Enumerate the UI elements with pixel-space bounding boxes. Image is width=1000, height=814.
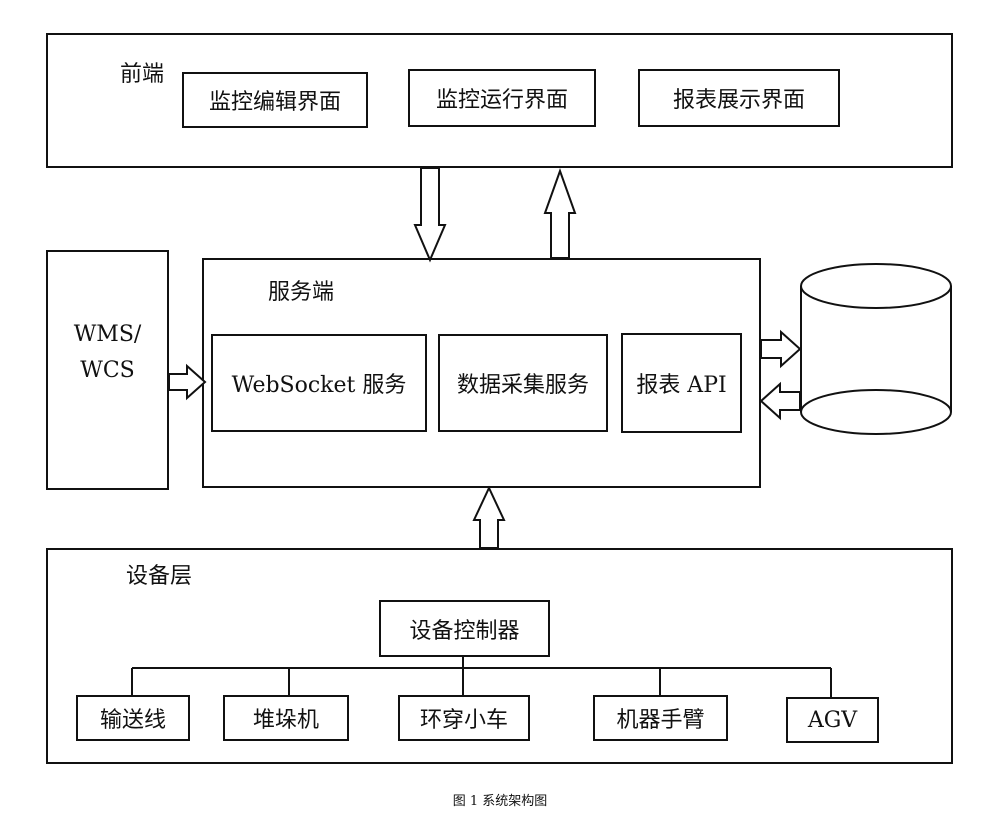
frontend-monitor-run-ui: 监控运行界面 bbox=[408, 69, 596, 127]
device-robot-arm: 机器手臂 bbox=[593, 695, 728, 741]
arrow-server-to-database bbox=[760, 329, 802, 369]
arrow-server-to-frontend bbox=[543, 168, 577, 259]
frontend-title: 前端 bbox=[120, 62, 165, 87]
arrow-wms-to-server bbox=[168, 363, 207, 401]
device-agv: AGV bbox=[786, 697, 879, 743]
arrow-devices-to-server bbox=[472, 485, 506, 549]
server-data-collection-service: 数据采集服务 bbox=[438, 334, 608, 432]
server-title: 服务端 bbox=[268, 280, 335, 305]
frontend-monitor-edit-ui: 监控编辑界面 bbox=[182, 72, 368, 128]
arrow-database-to-server bbox=[759, 381, 801, 421]
server-websocket-service: WebSocket 服务 bbox=[211, 334, 427, 432]
wms-wcs-box bbox=[46, 250, 169, 490]
database-label: 数据库 bbox=[836, 348, 903, 373]
device-shuttle-car: 环穿小车 bbox=[398, 695, 530, 741]
device-controller: 设备控制器 bbox=[379, 600, 550, 657]
wms-wcs-label-line2: WCS bbox=[80, 358, 135, 383]
arrow-frontend-to-server bbox=[413, 167, 447, 263]
figure-caption: 图 1 系统架构图 bbox=[452, 794, 548, 809]
device-layer-title: 设备层 bbox=[126, 564, 193, 589]
device-stacker-crane: 堆垛机 bbox=[223, 695, 349, 741]
server-report-api: 报表 API bbox=[621, 333, 742, 433]
device-conveyor: 输送线 bbox=[76, 695, 190, 741]
frontend-report-ui: 报表展示界面 bbox=[638, 69, 840, 127]
wms-wcs-label-line1: WMS/ bbox=[73, 322, 142, 347]
